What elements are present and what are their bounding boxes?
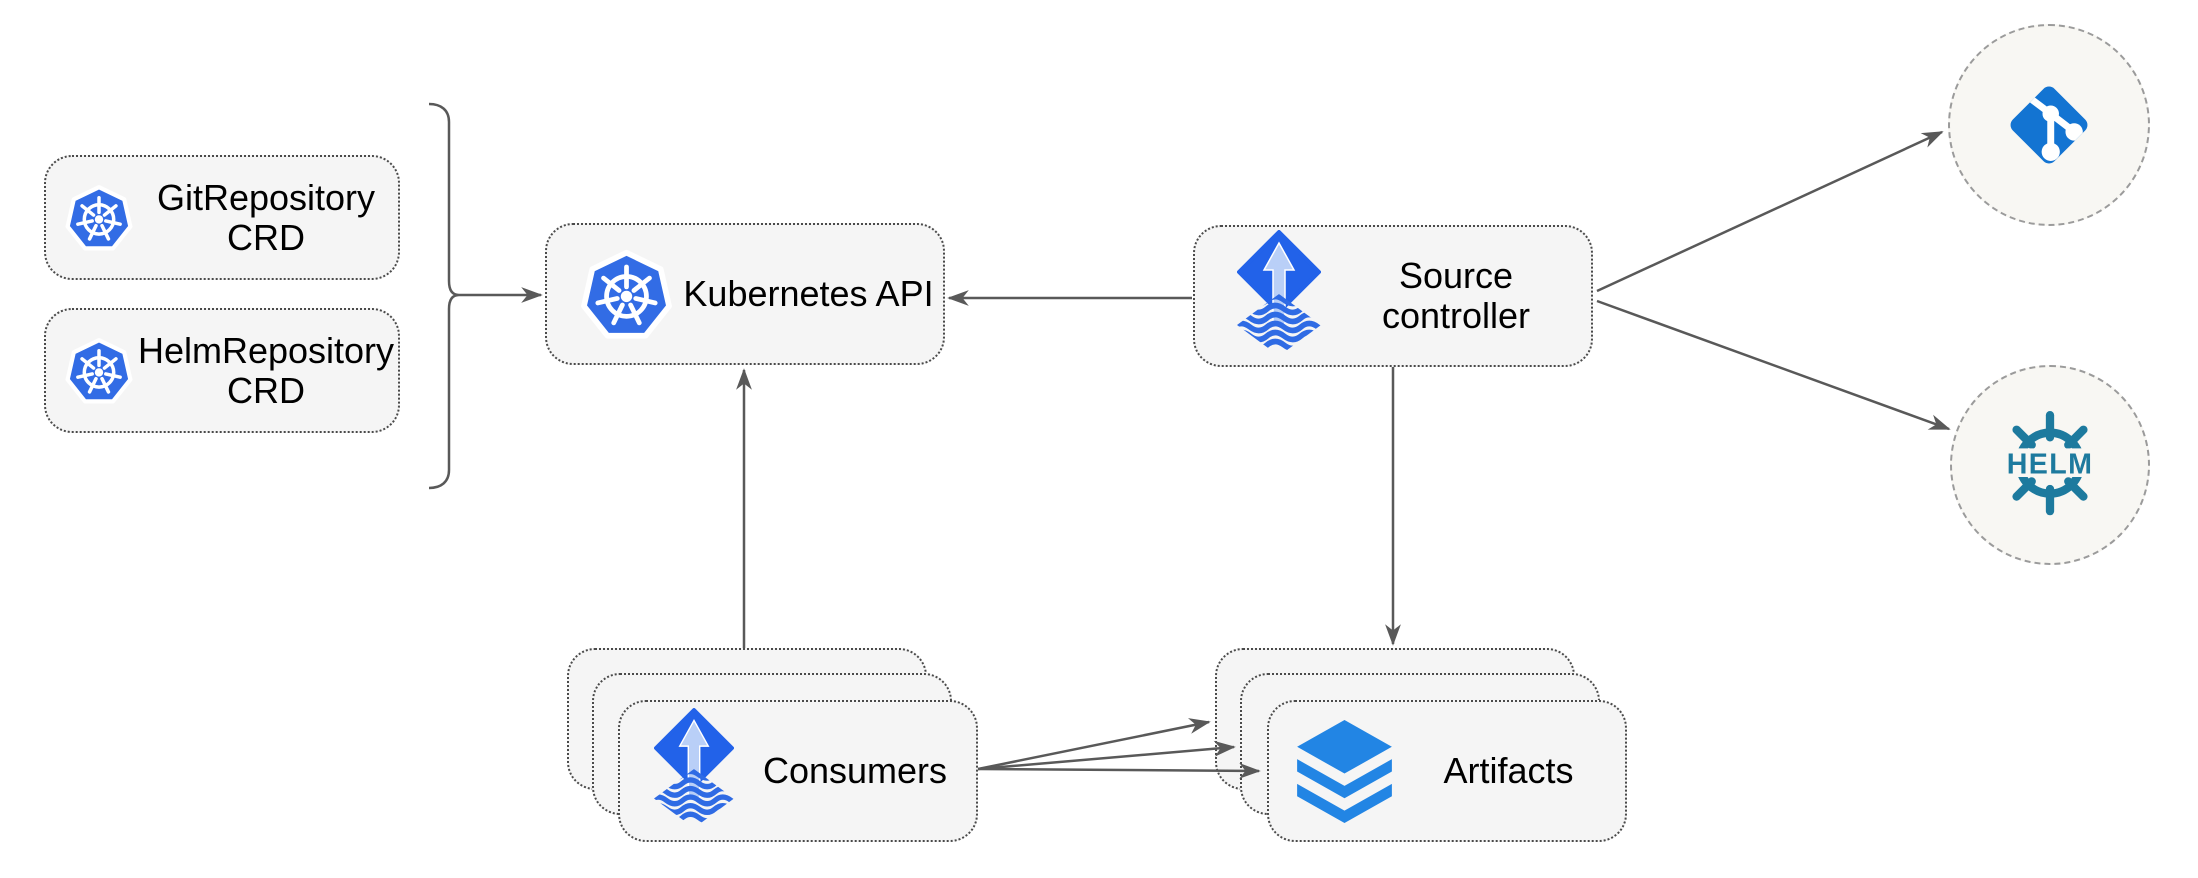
edge-consumers-to-artifacts-1 [977, 718, 1211, 771]
node-artifacts-label: Artifacts [1443, 750, 1574, 791]
node-kubernetes-api: Kubernetes API [545, 223, 945, 365]
flux-icon [654, 712, 734, 830]
kubernetes-icon [579, 247, 674, 342]
label-line: controller [1381, 295, 1531, 336]
crd-group-brace [428, 102, 460, 490]
node-artifacts: Artifacts [1267, 700, 1627, 842]
node-source-controller: Source controller [1193, 225, 1593, 367]
kubernetes-icon [64, 183, 134, 253]
label-line: CRD [227, 369, 305, 411]
label-line: CRD [227, 216, 305, 258]
kubernetes-icon [64, 336, 134, 406]
helm-icon: HELM [1990, 405, 2110, 525]
git-icon [1997, 73, 2101, 177]
edge-source-controller-to-git [1596, 130, 1944, 293]
layers-icon [1297, 720, 1392, 823]
node-source-controller-label: Source controller [1321, 256, 1591, 336]
flux-icon [1237, 234, 1321, 358]
node-consumers: Consumers [618, 700, 978, 842]
node-gitrepository-crd-label: GitRepository CRD [134, 176, 398, 258]
node-helm: HELM [1950, 365, 2150, 565]
node-kubernetes-api-label: Kubernetes API [683, 273, 934, 314]
node-consumers-label: Consumers [762, 750, 948, 791]
helm-wordmark: HELM [2007, 448, 2094, 480]
node-helmrepository-crd-label: HelmRepository CRD [134, 329, 398, 411]
label-line: Source [1398, 255, 1514, 296]
edge-consumers-to-artifacts-2 [977, 740, 1236, 771]
node-helmrepository-crd: HelmRepository CRD [44, 308, 400, 433]
label-line: GitRepository [156, 176, 376, 218]
label-line: HelmRepository [137, 329, 395, 371]
node-gitrepository-crd: GitRepository CRD [44, 155, 400, 280]
node-git [1948, 24, 2150, 226]
edge-source-controller-to-helm [1596, 299, 1951, 431]
